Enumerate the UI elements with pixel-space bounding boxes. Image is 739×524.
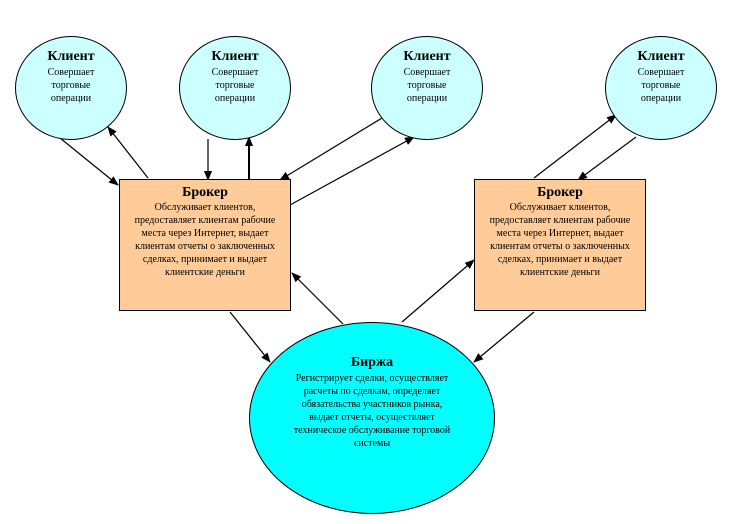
- arrow-exchange-to-broker1: [291, 272, 344, 325]
- broker-node-2: Брокер Обслуживает клиентов, предоставля…: [474, 179, 646, 311]
- client-node-1: Клиент Совершает торговые операции: [15, 36, 127, 140]
- arrow-exchange-to-broker2: [401, 259, 475, 323]
- broker-title: Брокер: [537, 185, 583, 200]
- broker-node-1: Брокер Обслуживает клиентов, предоставля…: [119, 179, 291, 311]
- client-title: Клиент: [47, 49, 95, 64]
- arrow-broker1-to-client1: [107, 126, 149, 179]
- exchange-node: Биржа Регистрирует сделки, осуществляет …: [249, 322, 495, 514]
- arrow-client3-to-broker1: [279, 117, 383, 181]
- arrow-broker2-to-client4: [533, 114, 617, 179]
- broker-description: Обслуживает клиентов, предоставляет клие…: [134, 202, 276, 278]
- arrow-broker2-to-exchange: [473, 311, 535, 363]
- exchange-title: Биржа: [350, 355, 394, 370]
- client-description: Совершает торговые операции: [47, 67, 95, 104]
- client-title: Клиент: [211, 49, 259, 64]
- client-description: Совершает торговые операции: [403, 67, 451, 104]
- arrow-client1-to-broker1: [59, 137, 119, 186]
- client-description: Совершает торговые операции: [211, 67, 259, 104]
- client-node-4: Клиент Совершает торговые операции: [605, 36, 717, 140]
- arrow-broker1-to-client3: [289, 136, 415, 206]
- broker-title: Брокер: [182, 185, 228, 200]
- arrow-client4-to-broker2: [577, 136, 637, 181]
- broker-description: Обслуживает клиентов, предоставляет клие…: [489, 202, 631, 278]
- exchange-description: Регистрирует сделки, осуществляет расчет…: [293, 373, 451, 449]
- client-node-3: Клиент Совершает торговые операции: [371, 36, 483, 140]
- client-description: Совершает торговые операции: [637, 67, 685, 104]
- client-node-2: Клиент Совершает торговые операции: [179, 36, 291, 140]
- client-title: Клиент: [403, 49, 451, 64]
- arrow-broker1-to-exchange: [229, 311, 271, 363]
- client-title: Клиент: [637, 49, 685, 64]
